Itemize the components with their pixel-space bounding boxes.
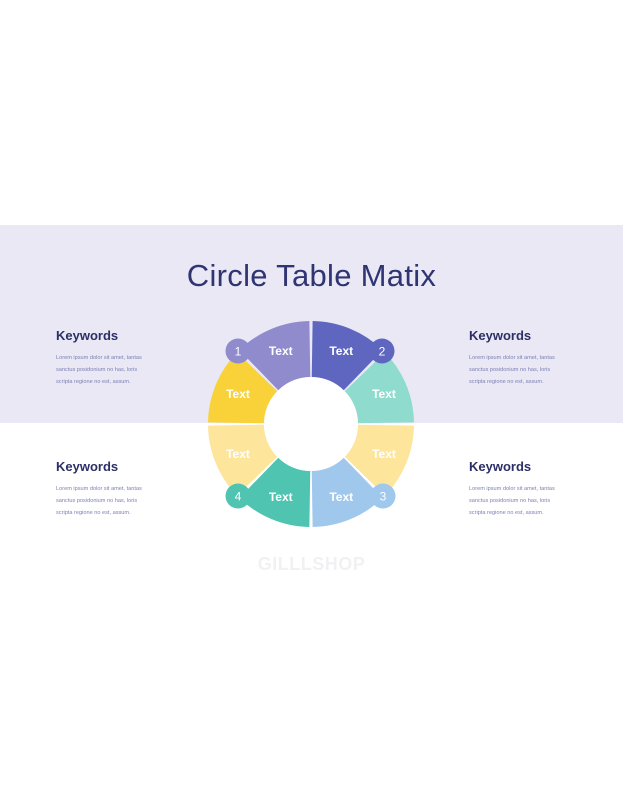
keyword-line: sanctus posidonium no has, loris <box>56 367 138 374</box>
watermark: GILLLSHOP <box>257 554 366 574</box>
keyword-line: scripta regione no est, assum. <box>56 510 131 517</box>
segment-label: Text <box>226 447 250 461</box>
page-title: Circle Table Matix <box>186 258 437 293</box>
ring-segment-8 <box>208 352 278 424</box>
ring-segment-5 <box>311 457 383 527</box>
segment-label: Text <box>372 387 396 401</box>
keyword-line: Lorem ipsum dolor sit amet, tantas <box>56 355 142 361</box>
segment-label: Text <box>269 490 293 504</box>
segment-label: Text <box>372 447 396 461</box>
keyword-title: Keywords <box>56 459 119 474</box>
segment-label: Text <box>329 344 353 358</box>
keyword-line: sanctus posidonium no has, loris <box>56 498 138 505</box>
ring-segment-4 <box>344 424 414 496</box>
badge-number: 2 <box>379 345 386 359</box>
badge-number: 3 <box>380 490 387 504</box>
keyword-line: Lorem ipsum dolor sit amet, tantas <box>469 486 555 492</box>
badge-number: 1 <box>235 345 242 359</box>
number-badge <box>370 483 396 509</box>
ring-segment-7 <box>208 424 278 496</box>
keyword-block-top-right: Keywords Lorem ipsum dolor sit amet, tan… <box>469 328 589 389</box>
keyword-block-bottom-left: Keywords Lorem ipsum dolor sit amet, tan… <box>56 459 176 520</box>
keyword-line: scripta regione no est, assum. <box>469 379 544 386</box>
keyword-line: Lorem ipsum dolor sit amet, tantas <box>56 486 142 492</box>
keyword-title: Keywords <box>56 328 119 343</box>
keyword-block-top-left: Keywords Lorem ipsum dolor sit amet, tan… <box>56 328 176 389</box>
number-badge <box>369 338 395 364</box>
keyword-title: Keywords <box>469 459 532 474</box>
keyword-line: sanctus posidonium no has, loris <box>469 498 551 505</box>
ring-segment-3 <box>344 352 414 424</box>
keyword-title: Keywords <box>469 328 532 343</box>
segment-label: Text <box>226 387 250 401</box>
ring-segment-1 <box>239 321 311 391</box>
center-hole <box>264 377 358 471</box>
keyword-line: sanctus posidonium no has, loris <box>469 367 551 374</box>
keyword-line: scripta regione no est, assum. <box>469 510 544 517</box>
segment-label: Text <box>269 344 293 358</box>
keyword-block-bottom-right: Keywords Lorem ipsum dolor sit amet, tan… <box>469 459 589 520</box>
number-badge <box>225 483 251 509</box>
keyword-line: scripta regione no est, assum. <box>56 379 131 386</box>
badge-number: 4 <box>235 490 242 504</box>
number-badge <box>225 338 251 364</box>
segment-label: Text <box>329 490 353 504</box>
keyword-body: Lorem ipsum dolor sit amet, tantas sanct… <box>56 483 176 520</box>
keyword-body: Lorem ipsum dolor sit amet, tantas sanct… <box>469 483 589 520</box>
keyword-body: Lorem ipsum dolor sit amet, tantas sanct… <box>469 352 589 389</box>
ring-segment-6 <box>239 457 311 527</box>
ring-segment-2 <box>311 321 383 391</box>
keyword-line: Lorem ipsum dolor sit amet, tantas <box>469 355 555 361</box>
keyword-body: Lorem ipsum dolor sit amet, tantas sanct… <box>56 352 176 389</box>
